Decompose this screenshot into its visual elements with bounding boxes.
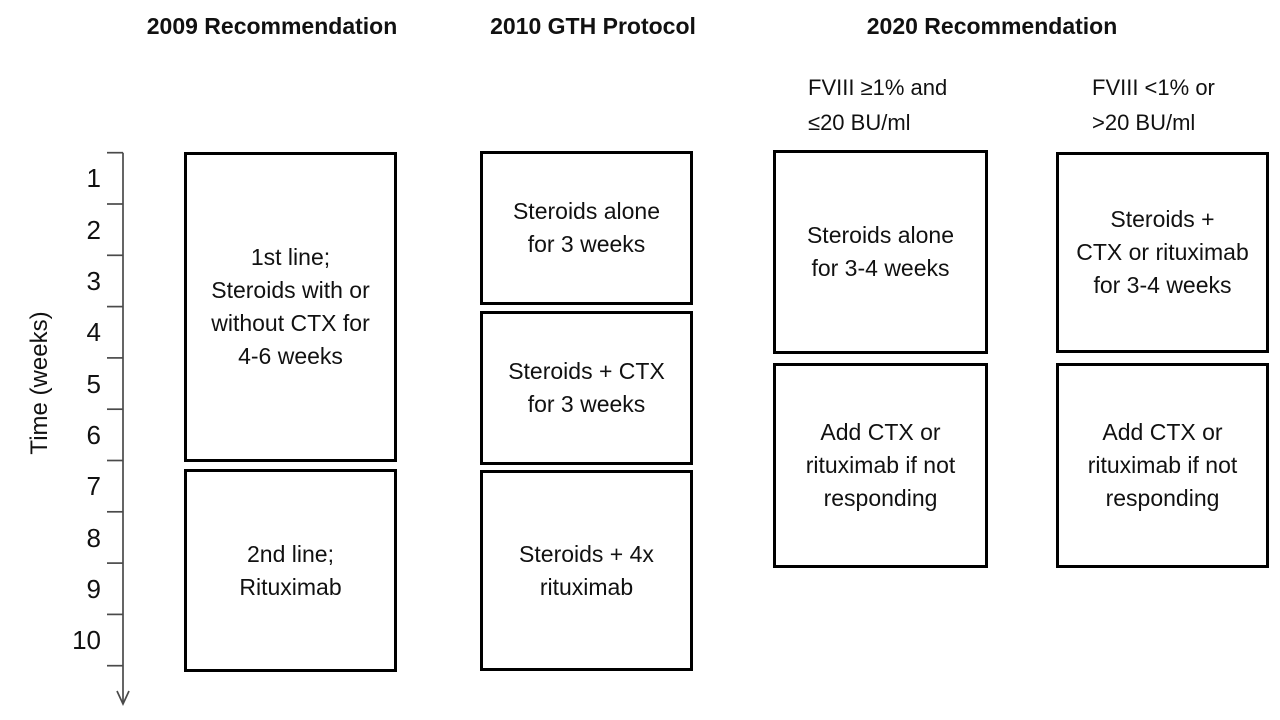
box-2020-low-add-ctx-text: Add CTX or rituximab if not responding bbox=[805, 419, 956, 511]
header-2010-gth-protocol: 2010 GTH Protocol bbox=[490, 13, 696, 39]
time-axis-label: Time (weeks) bbox=[26, 311, 53, 455]
box-2010-steroids-alone-text: Steroids alone for 3 weeks bbox=[512, 198, 661, 257]
box-2009-second-line-text: 2nd line; Rituximab bbox=[239, 540, 342, 600]
box-2010-steroids-ctx-text: Steroids + CTX for 3 weeks bbox=[508, 358, 665, 417]
subheader-fviii-low-titer: FVIII ≥1% and ≤20 BU/ml bbox=[808, 75, 948, 135]
box-2009-first-line: 1st line; Steroids with or without CTX f… bbox=[184, 152, 397, 462]
tick-label-week-1: 1 bbox=[86, 163, 101, 193]
box-2010-steroids-alone: Steroids alone for 3 weeks bbox=[480, 151, 693, 305]
box-2020-high-add-ctx-text: Add CTX or rituximab if not responding bbox=[1087, 419, 1238, 511]
box-2010-steroids-rituximab-text: Steroids + 4x rituximab bbox=[519, 540, 654, 600]
box-2020-high-steroids-ctx-rituximab-text: Steroids + CTX or rituximab for 3-4 week… bbox=[1076, 206, 1249, 298]
box-2009-second-line: 2nd line; Rituximab bbox=[184, 469, 397, 672]
box-2010-steroids-rituximab: Steroids + 4x rituximab bbox=[480, 470, 693, 671]
tick-label-week-5: 5 bbox=[86, 369, 101, 399]
tick-label-week-2: 2 bbox=[86, 215, 101, 245]
box-2020-low-add-ctx: Add CTX or rituximab if not responding bbox=[773, 363, 988, 568]
box-2020-low-steroids-alone-text: Steroids alone for 3-4 weeks bbox=[806, 222, 955, 281]
tick-label-week-4: 4 bbox=[86, 317, 101, 347]
time-axis bbox=[107, 151, 130, 707]
box-2020-high-add-ctx: Add CTX or rituximab if not responding bbox=[1056, 363, 1269, 568]
tick-label-week-8: 8 bbox=[86, 523, 101, 553]
header-2020-recommendation: 2020 Recommendation bbox=[866, 13, 1118, 39]
header-2009-recommendation: 2009 Recommendation bbox=[146, 13, 398, 39]
box-2009-first-line-text: 1st line; Steroids with or without CTX f… bbox=[211, 244, 370, 369]
box-2010-steroids-ctx: Steroids + CTX for 3 weeks bbox=[480, 311, 693, 465]
tick-label-week-3: 3 bbox=[86, 266, 101, 296]
tick-label-week-7: 7 bbox=[86, 471, 101, 501]
box-2020-high-steroids-ctx-rituximab: Steroids + CTX or rituximab for 3-4 week… bbox=[1056, 152, 1269, 353]
tick-label-week-9: 9 bbox=[86, 574, 101, 604]
box-2020-low-steroids-alone: Steroids alone for 3-4 weeks bbox=[773, 150, 988, 354]
tick-label-week-10: 10 bbox=[72, 625, 101, 655]
arrow-down-icon bbox=[116, 690, 130, 707]
subheader-fviii-high-titer: FVIII <1% or >20 BU/ml bbox=[1092, 75, 1215, 135]
tick-label-week-6: 6 bbox=[86, 420, 101, 450]
